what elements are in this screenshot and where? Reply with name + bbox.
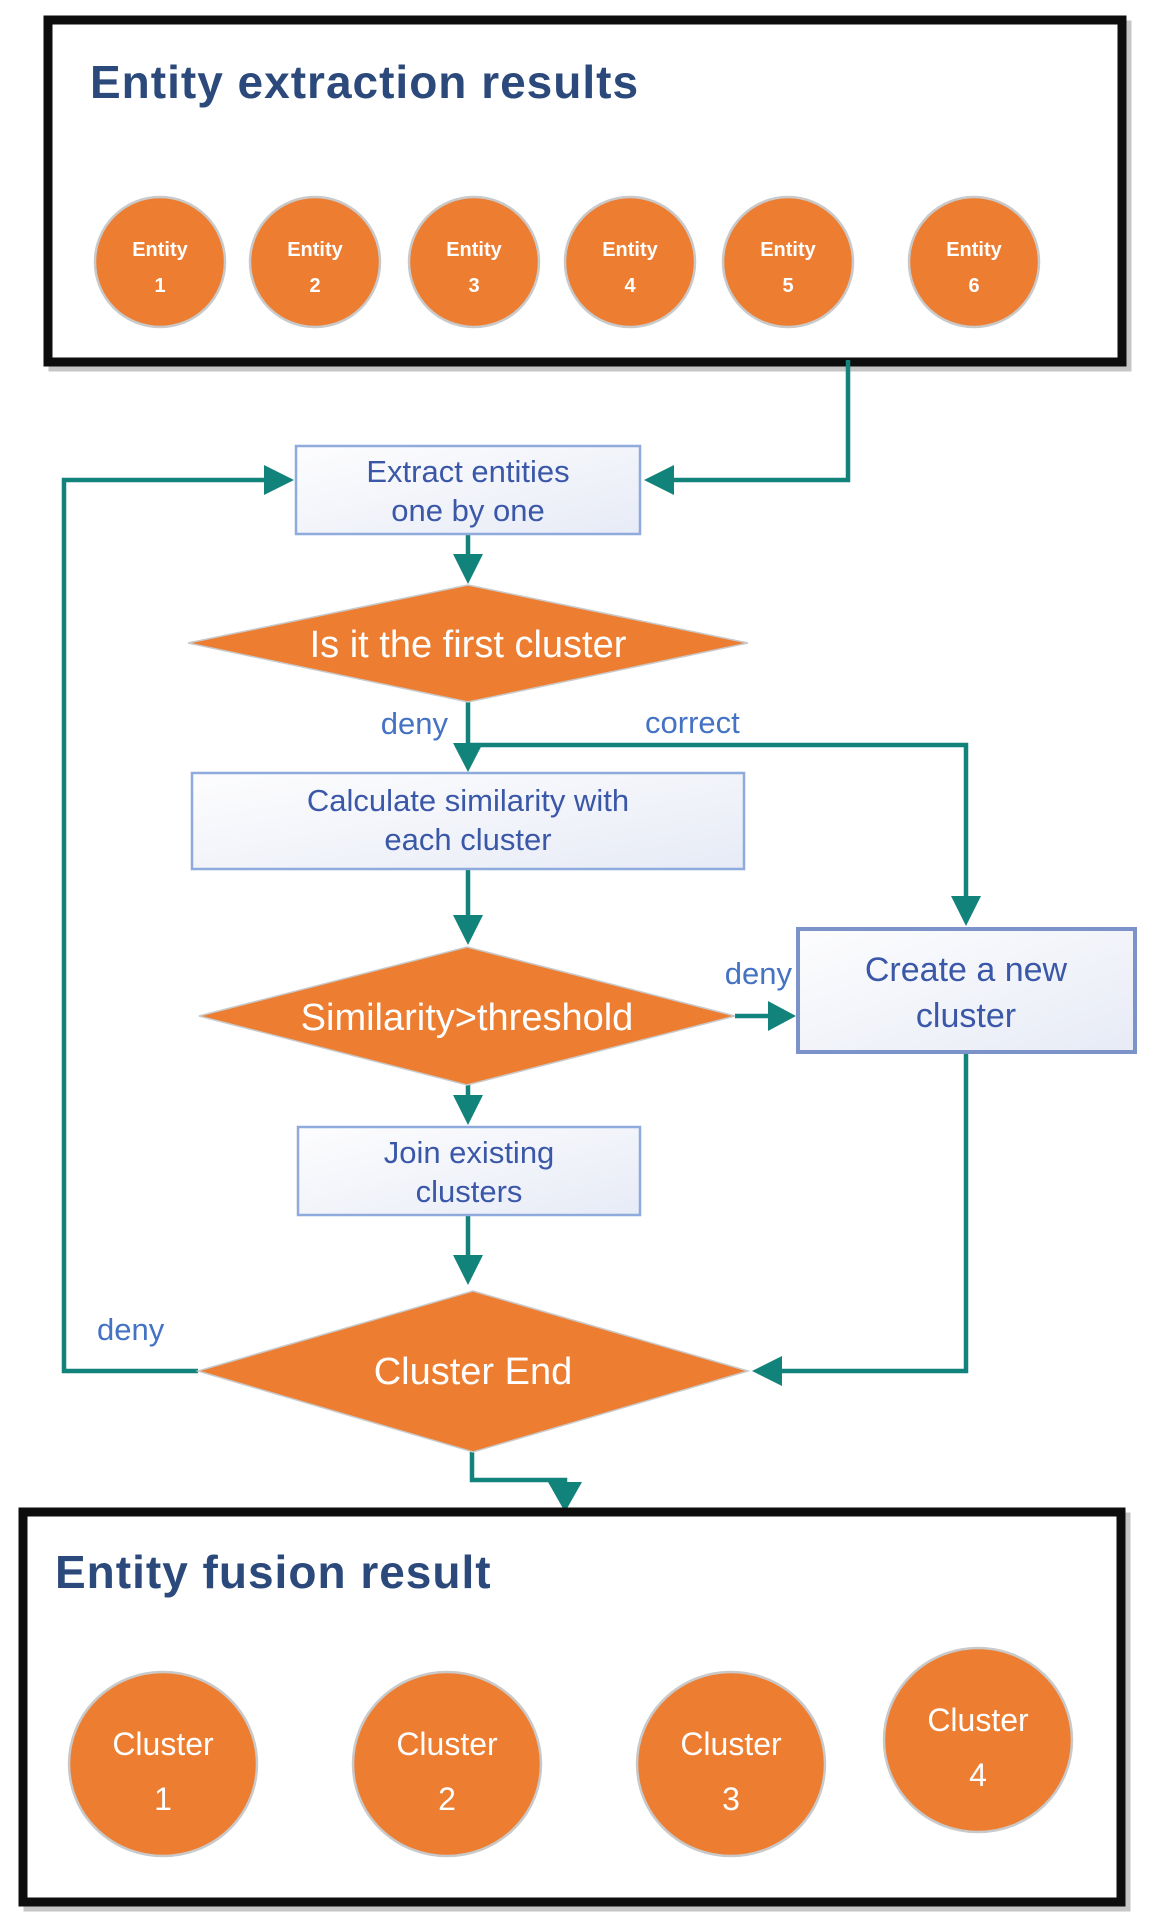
edge-label-deny3: deny — [97, 1312, 165, 1347]
edge-label-deny2: deny — [725, 956, 793, 991]
cluster-end-label: Cluster End — [374, 1351, 573, 1393]
edge-firstcluster-correct-to-create — [466, 742, 969, 896]
cluster-1-circle — [67, 1670, 259, 1858]
bottom-panel-title: Entity fusion result — [55, 1546, 492, 1598]
node-extract-entities: Extract entities one by one — [294, 444, 642, 536]
edge-clusterend-to-fusion — [469, 1452, 568, 1486]
arrowhead-into-fusion-panel — [548, 1482, 582, 1512]
create-line2: cluster — [916, 997, 1016, 1035]
entity-bubble-6: Entity 6 — [907, 195, 1041, 329]
entity-6-circle — [907, 195, 1041, 329]
extract-line1: Extract entities — [366, 454, 569, 489]
create-box — [796, 927, 1137, 1054]
edge-clusterend-loop-to-extract — [61, 477, 278, 1374]
node-cluster-end-decision: Cluster End — [195, 1290, 751, 1453]
join-box — [296, 1125, 642, 1217]
calculate-line1: Calculate similarity with — [307, 783, 629, 818]
calculate-line2: each cluster — [384, 822, 551, 857]
entity-3-number: 3 — [468, 275, 479, 297]
connectors — [61, 360, 981, 1512]
arrowhead-into-similarity — [453, 915, 483, 945]
cluster-bubble-3: Cluster 3 — [635, 1670, 827, 1858]
entity-1-label: Entity — [132, 239, 188, 261]
entity-4-label: Entity — [602, 239, 658, 261]
arrowhead-into-firstcluster — [453, 554, 483, 584]
first-cluster-label: Is it the first cluster — [310, 624, 627, 666]
cluster-3-number: 3 — [722, 1781, 740, 1817]
arrowhead-into-clusterend — [453, 1255, 483, 1285]
entity-2-label: Entity — [287, 239, 343, 261]
top-panel-title: Entity extraction results — [90, 56, 639, 108]
entity-bubble-1: Entity 1 — [93, 195, 227, 329]
edge-toppanel-to-extract — [658, 360, 851, 483]
entity-bubble-4: Entity 4 — [563, 195, 697, 329]
entity-1-number: 1 — [154, 275, 165, 297]
create-line1: Create a new — [865, 951, 1068, 989]
cluster-bubble-2: Cluster 2 — [351, 1670, 543, 1858]
calculate-box — [190, 771, 746, 871]
entity-5-label: Entity — [760, 239, 816, 261]
node-similarity-decision: Similarity>threshold — [198, 946, 736, 1086]
cluster-2-circle — [351, 1670, 543, 1858]
arrowhead-into-join — [453, 1095, 483, 1125]
entity-2-number: 2 — [309, 275, 320, 297]
similarity-label: Similarity>threshold — [301, 997, 634, 1039]
entity-bubble-3: Entity 3 — [407, 195, 541, 329]
cluster-end-diamond — [195, 1290, 751, 1453]
node-calculate-similarity: Calculate similarity with each cluster — [190, 771, 746, 871]
arrowhead-into-extract-right — [644, 465, 674, 495]
node-join-clusters: Join existing clusters — [296, 1125, 642, 1217]
cluster-3-circle — [635, 1670, 827, 1858]
cluster-bubble-4: Cluster 4 — [882, 1646, 1074, 1834]
top-panel: Entity extraction results Entity 1 Entit… — [43, 15, 1127, 367]
node-create-cluster: Create a new cluster — [796, 927, 1137, 1054]
entity-6-label: Entity — [946, 239, 1002, 261]
extract-box — [294, 444, 642, 536]
entity-4-circle — [563, 195, 697, 329]
entity-bubble-2: Entity 2 — [248, 195, 382, 329]
extract-line2: one by one — [391, 493, 544, 528]
arrowhead-into-extract-left — [264, 465, 294, 495]
edge-label-deny1: deny — [381, 706, 449, 741]
first-cluster-diamond — [187, 584, 749, 703]
cluster-2-number: 2 — [438, 1781, 456, 1817]
entity-4-number: 4 — [624, 275, 636, 297]
cluster-1-number: 1 — [154, 1781, 172, 1817]
join-line1: Join existing — [384, 1135, 555, 1170]
cluster-1-label: Cluster — [112, 1726, 214, 1762]
cluster-3-label: Cluster — [680, 1726, 782, 1762]
flow-nodes: Extract entities one by one Is it the fi… — [97, 444, 1137, 1453]
edge-create-to-clusterend — [782, 1052, 969, 1374]
node-first-cluster-decision: Is it the first cluster — [187, 584, 749, 703]
edge-label-correct: correct — [645, 705, 740, 740]
join-line2: clusters — [416, 1174, 523, 1209]
entity-5-circle — [721, 195, 855, 329]
cluster-2-label: Cluster — [396, 1726, 498, 1762]
cluster-bubble-1: Cluster 1 — [67, 1670, 259, 1858]
arrowhead-into-create-left — [768, 1001, 796, 1031]
arrowhead-into-clusterend-right — [752, 1356, 782, 1386]
similarity-diamond — [198, 946, 736, 1086]
entity-3-label: Entity — [446, 239, 502, 261]
cluster-4-number: 4 — [969, 1757, 987, 1793]
cluster-4-circle — [882, 1646, 1074, 1834]
arrowhead-into-create-top — [951, 896, 981, 926]
entity-1-circle — [93, 195, 227, 329]
entity-bubble-5: Entity 5 — [721, 195, 855, 329]
entity-3-circle — [407, 195, 541, 329]
bottom-panel: Entity fusion result Cluster 1 Cluster 2… — [18, 1507, 1126, 1907]
entity-2-circle — [248, 195, 382, 329]
entity-5-number: 5 — [782, 275, 793, 297]
entity-6-number: 6 — [968, 275, 979, 297]
cluster-4-label: Cluster — [927, 1702, 1029, 1738]
arrowhead-into-calculate — [453, 743, 483, 772]
